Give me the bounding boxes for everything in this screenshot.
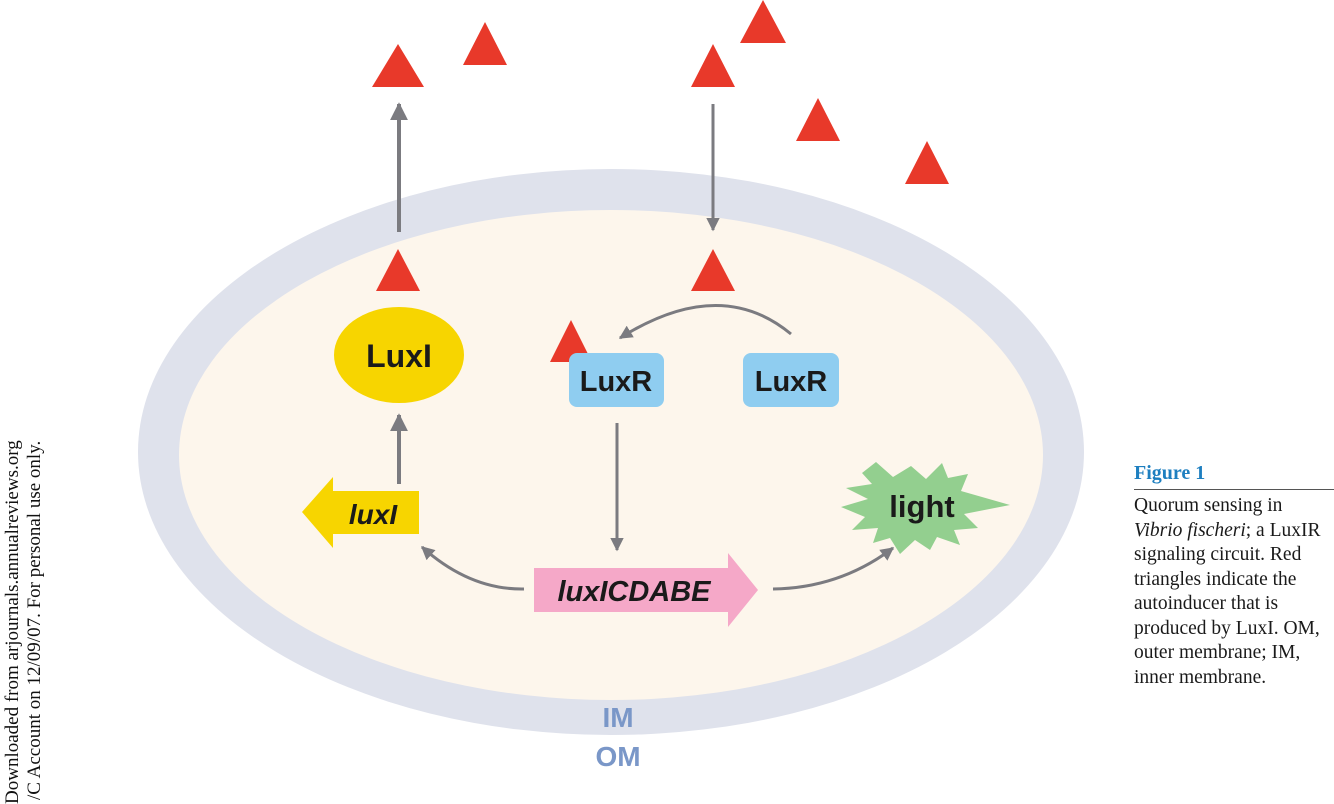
luxr-bound-protein — [569, 353, 664, 407]
luxi-gene — [302, 477, 419, 548]
autoinducer-triangle — [905, 141, 949, 184]
cytoplasm — [179, 210, 1043, 700]
autoinducer-triangle — [691, 44, 735, 87]
outer-membrane-label: OM — [595, 741, 640, 772]
autoinducer-triangle — [372, 44, 424, 87]
autoinducer-triangle — [740, 0, 786, 43]
caption-text-pre: Quorum sensing in — [1134, 495, 1283, 516]
autoinducer-triangle — [691, 249, 735, 291]
luxi-protein — [334, 307, 464, 403]
binding-arrow — [618, 304, 792, 340]
luxi-protein-label: LuxI — [366, 338, 432, 374]
figure-caption-text: Quorum sensing in Vibrio fischeri; a Lux… — [1134, 494, 1334, 690]
light-label: light — [889, 489, 954, 524]
operon-to-light-arrow — [772, 546, 895, 591]
caption-text-post: ; a LuxIR signaling circuit. Red triangl… — [1134, 519, 1321, 688]
luxi-gene-label: luxI — [349, 499, 398, 530]
luxicdabe-operon — [534, 553, 758, 627]
download-watermark-line2: /C Account on 12/09/07. For personal use… — [24, 440, 45, 800]
autoinducer-triangle — [463, 22, 507, 65]
luxr-free-label: LuxR — [755, 366, 828, 398]
operon-label: luxICDABE — [557, 576, 712, 608]
operon-to-luxi-arrow — [420, 545, 525, 591]
figure-caption: Figure 1 Quorum sensing in Vibrio fische… — [1134, 462, 1334, 690]
inner-membrane-label: IM — [602, 702, 633, 733]
figure-title: Figure 1 — [1134, 462, 1334, 490]
autoinducer-triangle-bound — [550, 320, 592, 362]
autoinducer-triangle — [796, 98, 840, 141]
caption-organism: Vibrio fischeri — [1134, 519, 1246, 541]
download-watermark-line1: Downloaded from arjournals.annualreviews… — [2, 440, 23, 804]
autoinducer-triangle — [376, 249, 420, 291]
luxr-bound-label: LuxR — [580, 366, 653, 398]
luxr-free-protein — [743, 353, 839, 407]
light-starburst — [841, 462, 1010, 554]
